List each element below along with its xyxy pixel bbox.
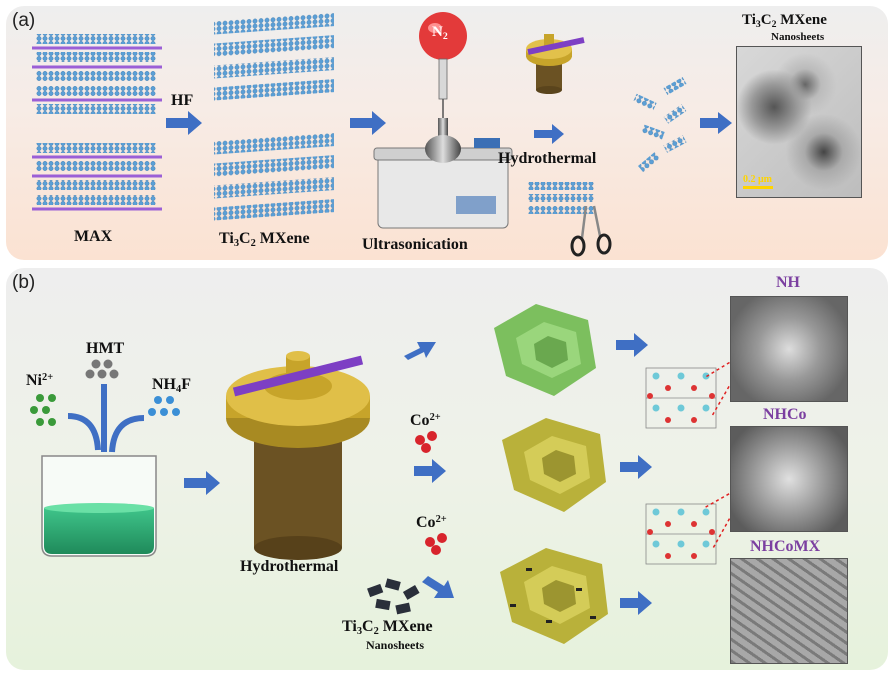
tem-image: 0.2 μm bbox=[736, 46, 862, 198]
ni-label: Ni2+ bbox=[26, 371, 54, 389]
panel-b: (b) bbox=[6, 268, 888, 670]
nh4f-dots bbox=[148, 396, 180, 416]
crystal-structure-2 bbox=[645, 503, 717, 565]
ultrasonic-bath bbox=[373, 138, 513, 229]
autoclave-large bbox=[226, 351, 370, 560]
arrow-to-ultrasonication bbox=[350, 111, 386, 135]
co-label-2: Co2+ bbox=[416, 513, 447, 531]
panel-a: (a) bbox=[6, 6, 888, 260]
arrow-hydrothermal-a bbox=[534, 124, 564, 144]
arrow-ni bbox=[67, 413, 101, 451]
ni-dots bbox=[30, 394, 56, 426]
arrow-to-tem bbox=[700, 112, 732, 134]
panel-b-graphics bbox=[30, 304, 751, 644]
nanosheets-sub: Nanosheets bbox=[771, 31, 825, 43]
scale-bar bbox=[743, 186, 773, 189]
autoclave-small bbox=[526, 34, 585, 94]
hydrothermal-label-a: Hydrothermal bbox=[498, 150, 597, 167]
flower-nh bbox=[494, 304, 596, 396]
arrow-nh-structure bbox=[616, 333, 648, 357]
hmt-dots bbox=[85, 359, 119, 379]
mxene-sub: Nanosheets bbox=[366, 638, 425, 652]
panel-a-graphics bbox=[32, 12, 732, 257]
crystal-structure-1 bbox=[645, 367, 717, 429]
nhcomx-label: NHCoMX bbox=[750, 538, 821, 555]
n2-balloon bbox=[419, 12, 467, 124]
ti3c2-label: Ti3C2 MXene bbox=[219, 230, 310, 250]
sem-image-nhco bbox=[730, 426, 848, 532]
arrow-to-nhcomx bbox=[422, 576, 454, 598]
arrow-to-nh bbox=[404, 342, 436, 360]
round-flask bbox=[425, 118, 461, 163]
co-dots-1 bbox=[415, 431, 437, 453]
max-label: MAX bbox=[74, 228, 113, 245]
beaker bbox=[41, 455, 157, 557]
stack-with-scissors bbox=[528, 182, 612, 257]
arrow-nhcomx-structure bbox=[620, 591, 652, 615]
panel-a-label: (a) bbox=[12, 10, 36, 31]
ultrasonication-label: Ultrasonication bbox=[362, 236, 468, 253]
sem-image-nhcomx bbox=[730, 558, 848, 664]
nh4f-label: NH4F bbox=[152, 376, 191, 396]
max-stack-bottom bbox=[32, 143, 162, 211]
scale-bar-label: 0.2 μm bbox=[743, 174, 772, 185]
n2-label: N2 bbox=[432, 24, 448, 42]
panel-b-label: (b) bbox=[12, 272, 36, 293]
ti3c2-stacks bbox=[214, 13, 334, 221]
mxene-label: Ti3C2 MXene bbox=[342, 618, 433, 638]
hmt-label: HMT bbox=[86, 340, 125, 357]
arrow-nhco-structure bbox=[620, 455, 652, 479]
arrow-to-autoclave bbox=[184, 471, 220, 495]
flower-nhcomx bbox=[500, 548, 608, 644]
co-dots-2 bbox=[425, 533, 447, 555]
flower-nhco bbox=[502, 418, 606, 512]
nanosheet-flakes bbox=[633, 77, 687, 173]
hf-label: HF bbox=[171, 92, 194, 109]
sem-image-nh bbox=[730, 296, 848, 402]
mxene-flakes bbox=[367, 578, 420, 615]
arrow-nh4f bbox=[109, 415, 145, 453]
hydrothermal-label-b: Hydrothermal bbox=[240, 558, 339, 575]
nh-label: NH bbox=[776, 274, 800, 291]
max-stack-top bbox=[32, 34, 162, 114]
arrow-to-nhco bbox=[414, 459, 446, 483]
nhco-label: NHCo bbox=[763, 406, 807, 423]
arrow-hf bbox=[166, 111, 202, 135]
nanosheets-title: Ti3C2 MXene bbox=[742, 12, 827, 30]
co-label-1: Co2+ bbox=[410, 411, 441, 429]
